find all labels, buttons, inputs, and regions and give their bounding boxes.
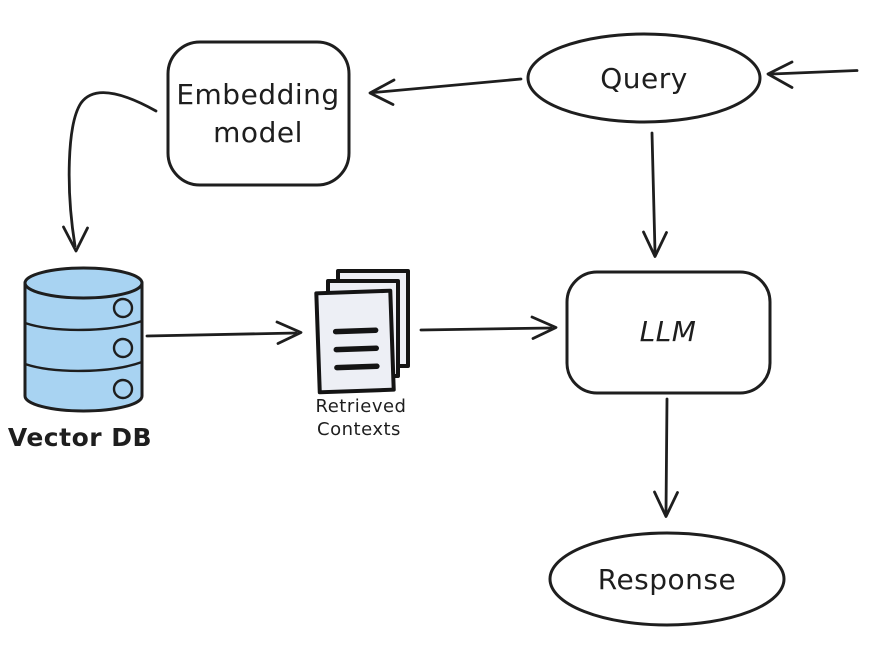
llm-box xyxy=(565,270,772,395)
document-text-line-2 xyxy=(333,345,380,353)
arrow-query-to-llm xyxy=(642,131,668,258)
arrow-shaft xyxy=(145,331,298,338)
node-llm: LLM xyxy=(565,270,772,395)
cylinder-dot-3 xyxy=(112,378,134,400)
cylinder-body-fill xyxy=(25,268,142,412)
cylinder-top xyxy=(23,266,144,300)
arrowhead-down-icon xyxy=(62,225,89,253)
cylinder-body-outline xyxy=(23,281,144,413)
arrow-query-to-embedding-model xyxy=(368,77,523,106)
arrow-shaft xyxy=(664,397,669,514)
node-response: Response xyxy=(548,531,786,627)
embedding-model-box xyxy=(166,40,351,187)
node-retrieved-contexts: Retrieved Contexts xyxy=(314,269,410,440)
arrowhead-down-icon xyxy=(642,230,668,258)
cylinder-divider-1 xyxy=(23,319,144,332)
document-page-front-group xyxy=(314,288,396,395)
arrowhead-right-icon xyxy=(530,315,558,340)
documents-icon xyxy=(314,269,410,395)
node-embedding-model: Embedding model xyxy=(166,40,351,187)
embedding-model-label-line2: model xyxy=(213,116,303,149)
arrowhead-down-icon xyxy=(653,490,679,518)
response-ellipse xyxy=(548,531,786,627)
embedding-model-label-line1: Embedding xyxy=(176,78,339,111)
cylinder-dot-1 xyxy=(112,297,134,319)
response-label: Response xyxy=(598,563,736,596)
llm-label: LLM xyxy=(640,315,697,348)
query-ellipse xyxy=(526,32,762,124)
arrow-retrieved-contexts-to-llm xyxy=(419,315,558,340)
arrow-vector-db-to-retrieved-contexts xyxy=(145,320,303,345)
node-vector-db: Vector DB xyxy=(8,266,152,452)
retrieved-contexts-label-line1: Retrieved xyxy=(316,396,407,417)
arrow-input-to-query xyxy=(766,60,859,89)
arrowhead-right-icon xyxy=(275,320,303,345)
arrow-shaft xyxy=(650,131,657,254)
cylinder-dot-2 xyxy=(112,337,134,359)
arrow-shaft xyxy=(67,91,158,248)
arrow-embedding-model-to-vector-db xyxy=(62,91,158,253)
retrieved-contexts-label-line2: Contexts xyxy=(317,419,401,440)
arrowhead-left-icon xyxy=(766,60,794,89)
arrow-shaft xyxy=(419,326,553,332)
arrow-shaft xyxy=(770,69,859,76)
query-label: Query xyxy=(600,62,688,95)
document-text-line-3 xyxy=(334,363,380,371)
arrowhead-left-icon xyxy=(368,78,396,106)
document-page-front xyxy=(314,288,396,395)
document-text-line-1 xyxy=(332,327,379,335)
cylinder-divider-2 xyxy=(23,360,144,373)
vector-db-label: Vector DB xyxy=(8,423,152,452)
database-icon xyxy=(23,266,144,413)
arrow-shaft xyxy=(372,77,523,94)
arrow-llm-to-response xyxy=(653,397,679,518)
node-query: Query xyxy=(526,32,762,124)
